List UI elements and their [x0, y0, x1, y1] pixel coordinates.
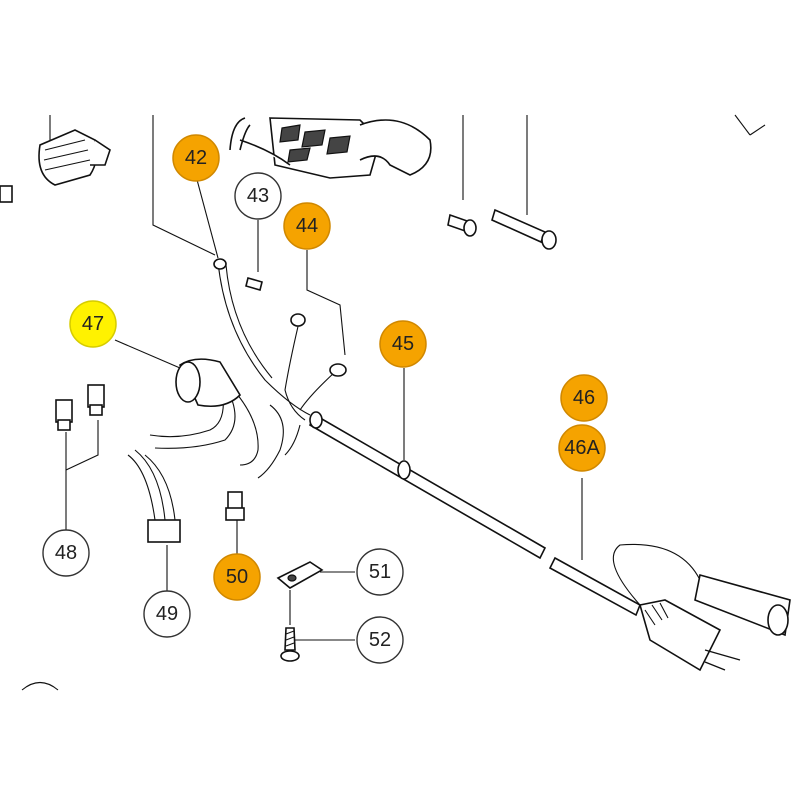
callout-46[interactable]: 46	[560, 374, 608, 422]
sleeve-part	[225, 491, 245, 521]
callout-43[interactable]: 43	[234, 172, 282, 220]
callout-52[interactable]: 52	[356, 616, 404, 664]
callout-44[interactable]: 44	[283, 202, 331, 250]
terminal-sleeves	[55, 384, 105, 431]
callout-44-label: 44	[296, 215, 318, 237]
callout-49[interactable]: 49	[143, 590, 191, 638]
callout-43-label: 43	[247, 185, 269, 207]
callout-51[interactable]: 51	[356, 548, 404, 596]
callout-48-label: 48	[55, 542, 77, 564]
threaded-nut-part	[0, 115, 111, 203]
callout-42-label: 42	[185, 147, 207, 169]
callout-46a-label: 46A	[564, 437, 600, 459]
housing-screw-long	[491, 208, 557, 250]
callout-46a[interactable]: 46A	[558, 424, 606, 472]
noise-filter-part	[175, 358, 242, 408]
callout-47-label: 47	[82, 313, 104, 335]
cord-clamp-part	[276, 561, 324, 589]
callout-51-label: 51	[369, 561, 391, 583]
tapping-screw-part	[280, 627, 300, 662]
power-cord-part	[308, 411, 642, 617]
callout-47[interactable]: 47	[69, 300, 117, 348]
housing-screw-short	[447, 213, 477, 237]
callout-52-label: 52	[369, 629, 391, 651]
power-plug-part	[612, 543, 791, 672]
callout-48[interactable]: 48	[42, 529, 90, 577]
callout-45[interactable]: 45	[379, 320, 427, 368]
motor-housing-part	[229, 114, 766, 215]
callout-46-label: 46	[573, 387, 595, 409]
callout-45-label: 45	[392, 333, 414, 355]
callout-49-label: 49	[156, 603, 178, 625]
leader-lines	[65, 115, 583, 641]
callout-50[interactable]: 50	[213, 553, 261, 601]
partial-callout-arc	[21, 681, 59, 691]
callout-50-label: 50	[226, 566, 248, 588]
callout-42[interactable]: 42	[172, 134, 220, 182]
wire-connector-part	[127, 449, 181, 543]
